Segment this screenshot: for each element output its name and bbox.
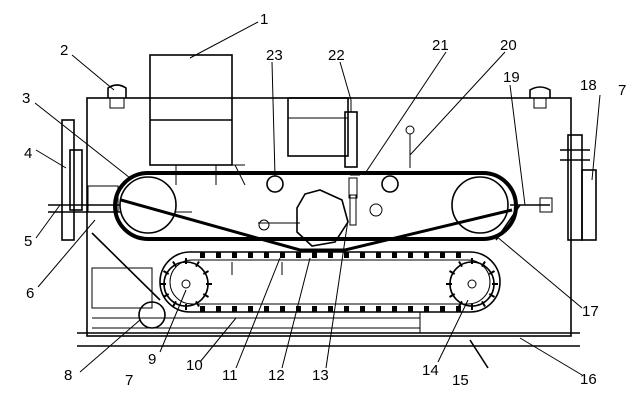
chain-teeth <box>160 252 498 312</box>
callout-18: 18 <box>580 77 597 94</box>
upper-conveyor-belt <box>113 171 518 252</box>
callout-12: 12 <box>268 367 285 384</box>
callout-21: 21 <box>432 37 449 54</box>
sprocket-tooth <box>195 300 200 308</box>
chain-link <box>360 306 365 312</box>
chain-link <box>280 252 285 258</box>
callout-6: 6 <box>26 285 34 302</box>
sprocket-tooth <box>202 270 210 275</box>
callout-20: 20 <box>500 37 517 54</box>
chain-link <box>440 306 445 312</box>
sprocket-tooth <box>448 293 456 298</box>
chain-link <box>360 252 365 258</box>
callout-18-sub: 7 <box>618 82 626 99</box>
chain-link <box>456 252 461 258</box>
chain-link <box>248 306 253 312</box>
lower-chain-conveyor <box>159 251 501 313</box>
chain-link <box>280 306 285 312</box>
chain-link <box>328 306 333 312</box>
chain-link <box>456 306 461 312</box>
chain-link <box>296 306 301 312</box>
callout-13: 13 <box>312 367 329 384</box>
sprocket-tooth <box>448 270 456 275</box>
chain-link <box>232 252 237 258</box>
callout-8: 8 <box>64 367 72 384</box>
chain-link <box>232 306 237 312</box>
sprocket-tooth <box>202 293 210 298</box>
chain-link <box>408 252 413 258</box>
chain-link <box>248 252 253 258</box>
sprocket-tooth <box>162 270 170 275</box>
callout-5: 5 <box>24 233 32 250</box>
chain-link <box>424 306 429 312</box>
sprocket-tooth <box>172 300 177 308</box>
sprocket-tooth <box>458 300 463 308</box>
callout-7: 7 <box>125 372 133 389</box>
chain-link <box>264 306 269 312</box>
sprocket-tooth <box>162 293 170 298</box>
sprocket-tooth <box>488 270 496 275</box>
chain-link <box>424 252 429 258</box>
chain-link <box>392 306 397 312</box>
callout-2: 2 <box>60 42 68 59</box>
pressure-rod-assembly <box>344 100 415 226</box>
callout-16: 16 <box>580 371 597 388</box>
callout-9: 9 <box>148 351 156 368</box>
chain-link <box>312 252 317 258</box>
support-foot <box>469 339 489 369</box>
callout-4: 4 <box>24 145 32 162</box>
chain-link <box>200 252 205 258</box>
callout-11: 11 <box>222 367 238 384</box>
sprocket-tooth <box>458 260 463 268</box>
chain-link <box>376 252 381 258</box>
callout-1: 1 <box>260 11 268 28</box>
chain-link <box>344 252 349 258</box>
chain-link <box>296 252 301 258</box>
sprocket-tooth <box>488 293 496 298</box>
callout-3: 3 <box>22 90 30 107</box>
callout-10: 10 <box>186 357 203 374</box>
top-fittings <box>107 84 551 109</box>
leader-lines <box>34 21 601 376</box>
right-motor-assembly <box>495 134 597 241</box>
callout-19: 19 <box>503 69 520 86</box>
sprocket-tooth <box>481 300 486 308</box>
center-housing <box>287 97 349 157</box>
chain-link <box>216 306 221 312</box>
chain-link <box>200 306 205 312</box>
callout-22: 22 <box>328 47 345 64</box>
callout-labels: 1 2 3 4 5 6 8 7 9 10 11 12 13 14 15 16 1… <box>22 11 626 389</box>
chain-link <box>312 306 317 312</box>
chain-link <box>328 252 333 258</box>
feed-hopper <box>149 54 246 186</box>
chain-link <box>408 306 413 312</box>
chain-link <box>344 306 349 312</box>
sprocket-tooth <box>195 260 200 268</box>
chain-link <box>264 252 269 258</box>
callout-17: 17 <box>582 303 599 320</box>
chain-link <box>440 252 445 258</box>
sprocket-tooth <box>481 260 486 268</box>
chain-link <box>376 306 381 312</box>
chain-link <box>392 252 397 258</box>
chain-link <box>216 252 221 258</box>
callout-23: 23 <box>266 47 283 64</box>
callout-15: 15 <box>452 372 469 389</box>
callout-14: 14 <box>422 362 439 379</box>
left-drive-assembly <box>48 119 166 329</box>
sprocket-tooth <box>172 260 177 268</box>
